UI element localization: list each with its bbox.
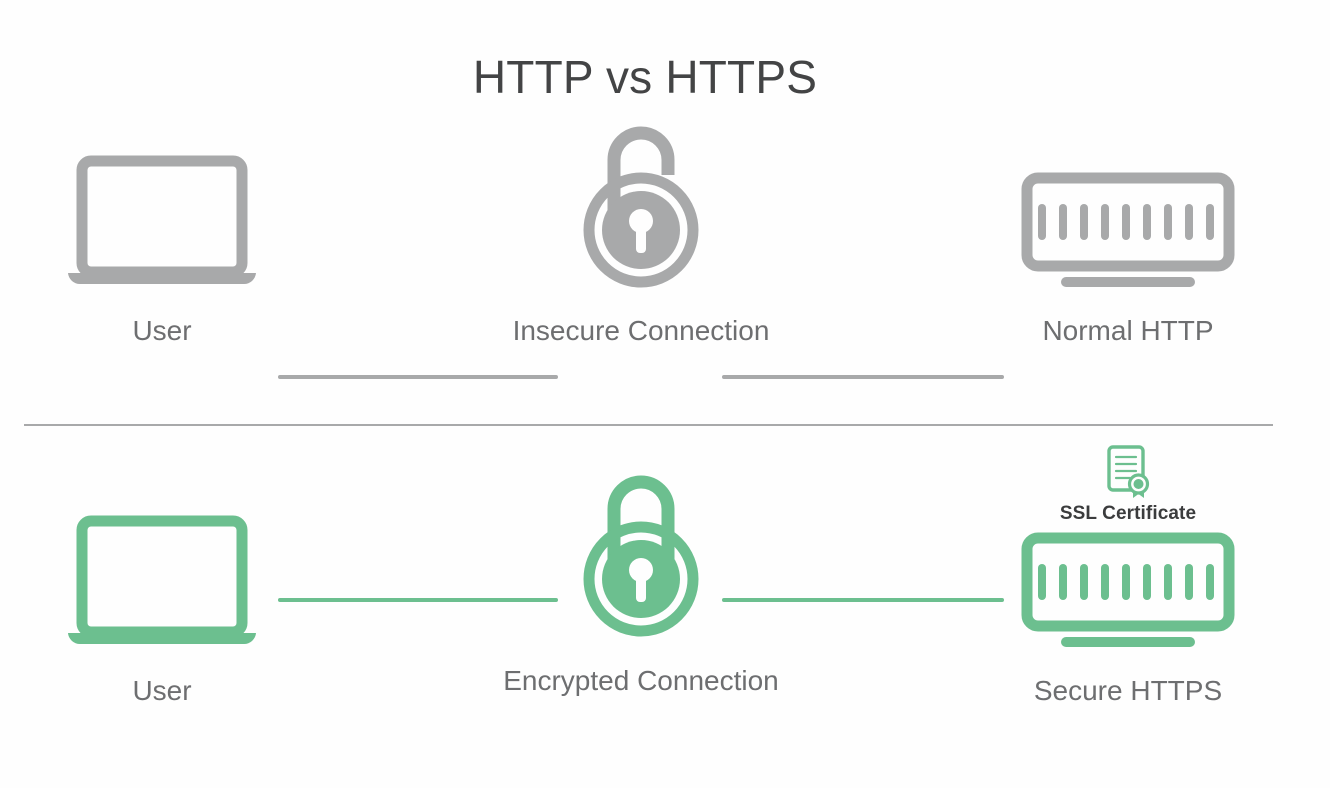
ssl-certificate-badge: SSL Certificate [990, 444, 1266, 525]
ssl-certificate-label: SSL Certificate [1059, 503, 1197, 524]
closed-padlock-icon-wrap [460, 475, 822, 640]
caption-connection-http: Insecure Connection [512, 315, 770, 346]
node-user-http: User [24, 140, 300, 347]
closed-padlock-icon [583, 475, 699, 637]
connection-line-lock-to-server-http [722, 375, 1004, 379]
node-user-https: User [24, 500, 300, 707]
caption-user-https: User [132, 675, 192, 706]
caption-server-http: Normal HTTP [1042, 315, 1214, 346]
connection-line-user-to-lock-https [278, 598, 558, 602]
row-divider [24, 424, 1273, 426]
node-connection-https: Encrypted Connection [460, 475, 822, 697]
connection-line-lock-to-server-https [722, 598, 1004, 602]
server-icon-wrap [990, 140, 1266, 290]
laptop-icon [68, 515, 256, 645]
laptop-icon [68, 155, 256, 285]
open-padlock-icon [583, 126, 699, 288]
laptop-icon-wrap [24, 140, 300, 290]
laptop-icon-wrap-secure [24, 500, 300, 650]
caption-connection-https: Encrypted Connection [503, 665, 779, 696]
caption-user-http: User [132, 315, 192, 346]
server-icon-wrap-secure [990, 500, 1266, 650]
open-padlock-icon-wrap [460, 126, 822, 290]
caption-server-https: Secure HTTPS [1033, 675, 1223, 706]
certificate-document-icon [1107, 445, 1150, 498]
row-https: User Encrypted Connection [0, 440, 1290, 760]
node-server-http: Normal HTTP [990, 140, 1266, 347]
connection-line-user-to-lock-http [278, 375, 558, 379]
node-connection-http: Insecure Connection [460, 126, 822, 347]
page-title: HTTP vs HTTPS [472, 51, 818, 103]
server-icon [1021, 172, 1235, 287]
row-http: User Insecure Connection [0, 126, 1290, 390]
server-icon [1021, 532, 1235, 647]
node-server-https: Secure HTTPS [990, 500, 1266, 707]
